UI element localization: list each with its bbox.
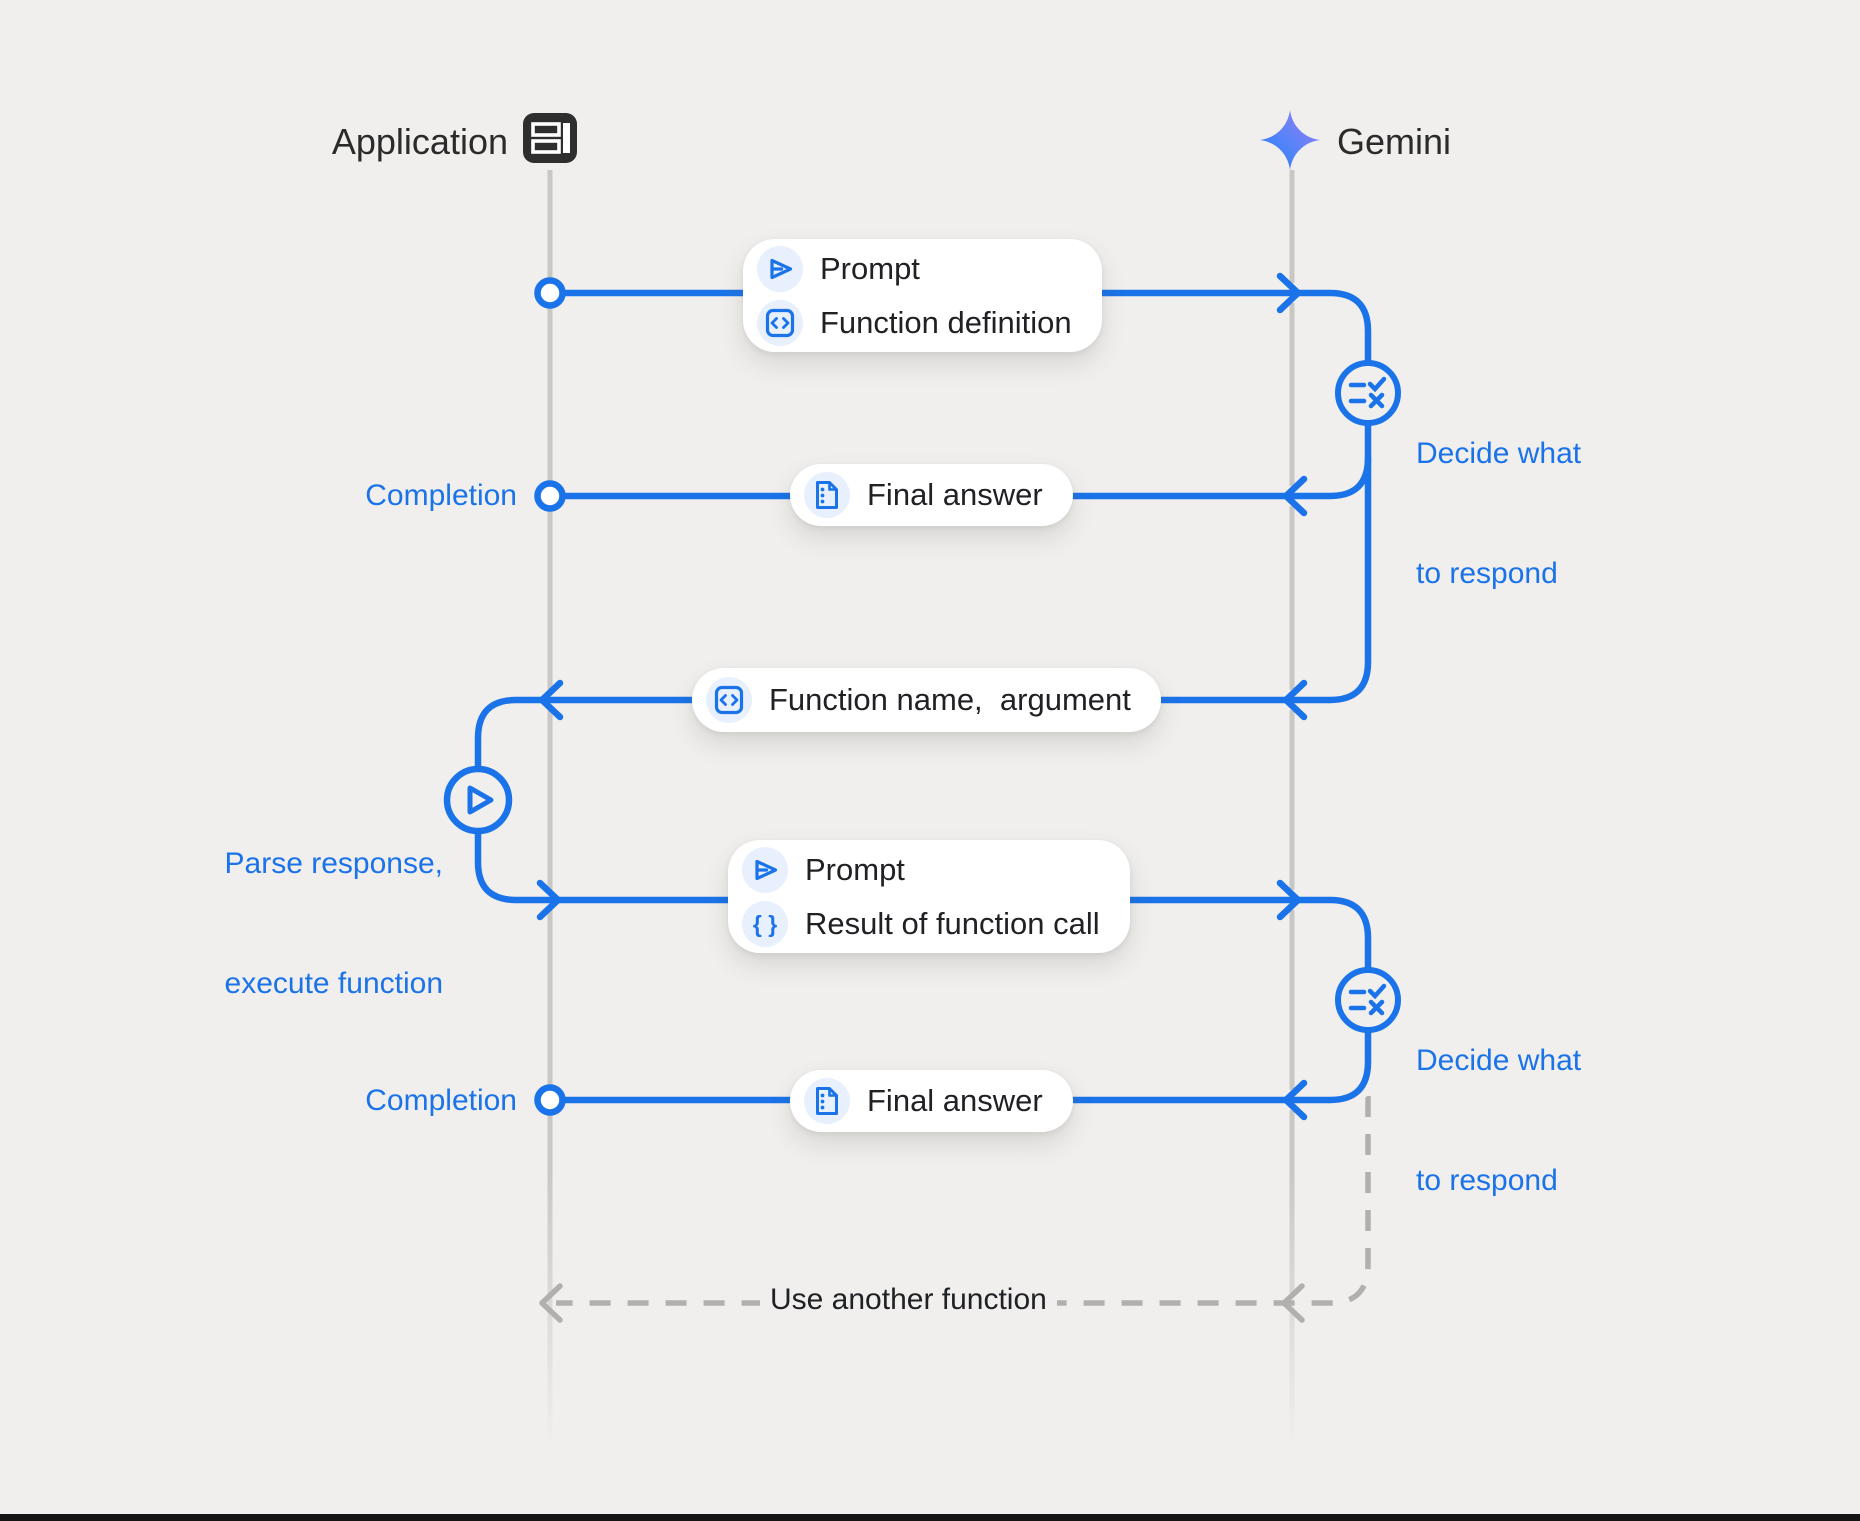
pill-row: Final answer — [804, 472, 1043, 518]
pill-label: Function definition — [820, 304, 1072, 340]
parse-execute-label: Parse response, execute function — [224, 847, 443, 1000]
final-answer-1-route — [546, 454, 1372, 500]
arrowhead-left-final2 — [1282, 1079, 1308, 1121]
pill-final-answer-1: Final answer — [790, 464, 1073, 526]
pill-row: Prompt — [742, 846, 1100, 893]
pill-label: Function name, argument — [769, 682, 1131, 717]
arrowhead-right-prompt1 — [1276, 272, 1302, 314]
pill-prompt-result: Prompt { } Result of function call — [728, 840, 1130, 953]
decide-node-1 — [1335, 360, 1401, 426]
parse-execute-node — [443, 765, 513, 835]
pill-final-answer-2: Final answer — [790, 1070, 1073, 1132]
arrowhead-right-prompt2-gemini — [1276, 879, 1302, 921]
pill-function-name-argument: Function name, argument — [692, 668, 1161, 732]
connector-circle-completion2 — [534, 1084, 566, 1116]
send-icon — [742, 846, 788, 893]
pill-label: Prompt — [805, 851, 905, 887]
pill-label: Final answer — [867, 1083, 1043, 1118]
pill-row: Prompt — [757, 245, 1072, 292]
dashed-arrowhead-left-application — [539, 1283, 563, 1323]
connector-circle-completion1 — [534, 480, 566, 512]
pill-row: Function definition — [757, 299, 1072, 346]
document-icon — [804, 472, 850, 518]
code-box-icon — [757, 299, 803, 346]
gemini-header-label: Gemini — [1337, 121, 1452, 162]
pill-label: Final answer — [867, 477, 1043, 512]
pill-row: Final answer — [804, 1078, 1043, 1124]
application-header-label: Application — [331, 121, 508, 162]
dashed-arrowhead-left-gemini — [1281, 1283, 1305, 1323]
completion-label-1: Completion — [365, 479, 517, 512]
braces-icon: { } — [742, 900, 788, 947]
footer-bar — [0, 1514, 1860, 1521]
code-box-icon — [706, 677, 752, 723]
pill-prompt-function-definition: Prompt Function definition — [743, 239, 1102, 352]
pill-label: Prompt — [820, 250, 920, 286]
decide-node-2 — [1335, 967, 1401, 1033]
app-window-icon — [523, 113, 577, 163]
arrowhead-left-fnname-gemini — [1282, 679, 1308, 721]
rule-icon — [1348, 983, 1387, 1016]
decide-label-1: Decide what to respond — [1416, 437, 1582, 590]
rule-icon — [1348, 376, 1387, 409]
svg-text:{ }: { } — [753, 911, 777, 937]
completion-label-2: Completion — [365, 1084, 517, 1117]
send-icon — [757, 245, 803, 292]
use-another-function-label: Use another function — [760, 1283, 1057, 1317]
arrowhead-left-fnname-app — [538, 679, 564, 721]
use-another-function-path — [556, 1096, 1371, 1306]
arrowhead-right-prompt2-app — [536, 879, 562, 921]
gemini-spark-icon — [1260, 110, 1320, 170]
decide-label-2: Decide what to respond — [1416, 1044, 1582, 1197]
pill-row: Function name, argument — [706, 677, 1131, 723]
play-icon — [467, 785, 494, 815]
document-icon — [804, 1078, 850, 1124]
pill-row: { } Result of function call — [742, 900, 1100, 947]
arrowhead-left-final1 — [1282, 475, 1308, 517]
pill-label: Result of function call — [805, 905, 1100, 941]
connector-circle-prompt1 — [534, 277, 566, 309]
